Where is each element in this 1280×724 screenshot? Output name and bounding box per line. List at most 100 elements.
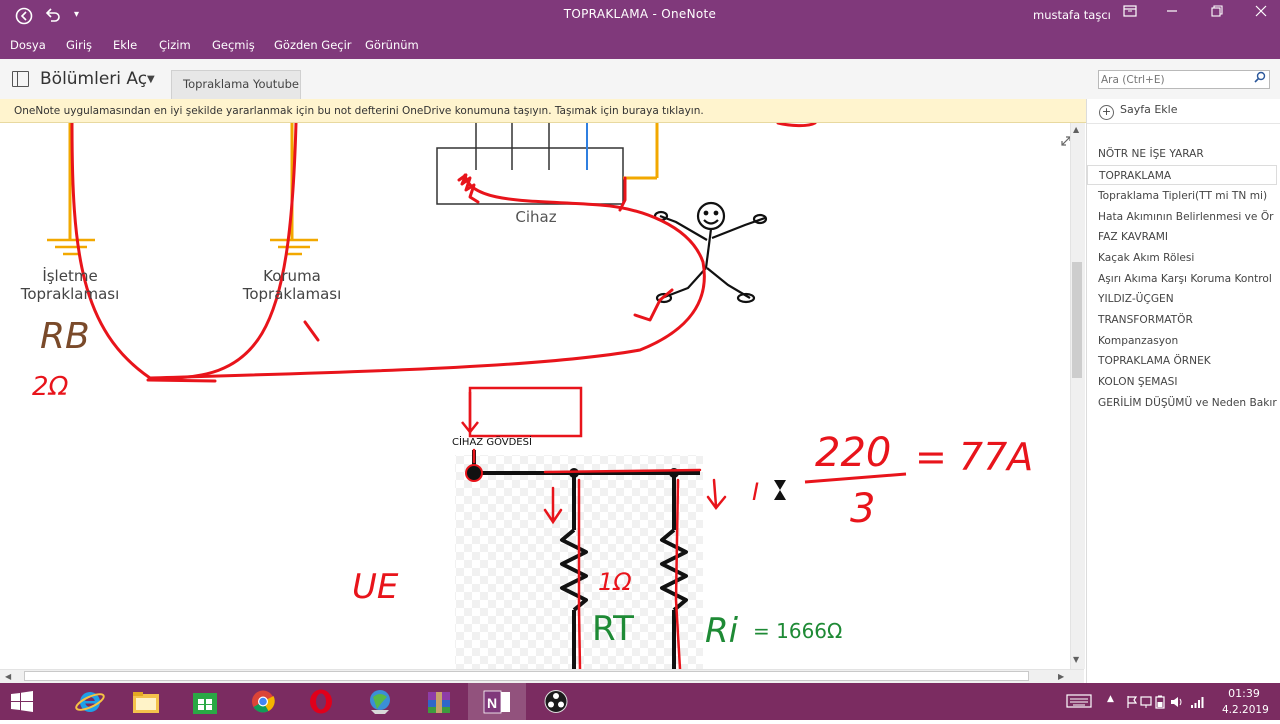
start-button[interactable] — [0, 683, 44, 720]
note-canvas[interactable]: Cihaz İşletme Topraklaması Koruma Toprak… — [0, 123, 1070, 669]
windows-logo-icon — [11, 691, 33, 712]
fraction-bar — [804, 472, 907, 484]
restore-icon[interactable] — [1207, 4, 1227, 24]
add-page-button[interactable]: + Sayfa Ekle — [1099, 103, 1178, 120]
ground-symbol-icon — [47, 238, 95, 256]
handwritten-rb: RB — [40, 316, 90, 357]
ink-drawing: Cihaz İşletme Topraklaması Koruma Toprak… — [20, 123, 1070, 669]
scroll-up-icon[interactable]: ▲ — [1073, 125, 1080, 134]
handwritten-ri: Ri — [705, 611, 739, 651]
operation-ground-label-1: İşletme — [42, 266, 97, 285]
scroll-right-icon[interactable]: ▶ — [1058, 672, 1065, 681]
vertical-scroll-thumb[interactable] — [1072, 262, 1082, 378]
plus-icon: + — [1099, 105, 1114, 120]
chrome-icon[interactable] — [234, 683, 292, 720]
tab-gecmis[interactable]: Geçmiş — [212, 38, 255, 52]
handwritten-2ohm: 2Ω — [32, 372, 69, 402]
page-item[interactable]: Kompanzasyon — [1098, 335, 1179, 347]
page-item[interactable]: TRANSFORMATÖR — [1098, 314, 1193, 326]
handwritten-numerator: 220 — [815, 430, 891, 476]
title-bar: ▾ TOPRAKLAMA - OneNote mustafa taşcı — [0, 0, 1280, 30]
search-icon[interactable] — [1254, 71, 1266, 86]
display-icon[interactable] — [1140, 695, 1152, 712]
flag-icon[interactable] — [1126, 695, 1138, 712]
page-item[interactable]: KOLON ŞEMASI — [1098, 376, 1178, 388]
ribbon-display-icon[interactable] — [1120, 4, 1140, 24]
ribbon-tabs: Dosya Giriş Ekle Çizim Geçmiş Gözden Geç… — [0, 30, 1280, 59]
page-item[interactable]: Kaçak Akım Rölesi — [1098, 252, 1195, 264]
store-icon[interactable] — [176, 683, 234, 720]
handwritten-current-symbol: I — [752, 478, 759, 506]
search-input[interactable] — [1101, 72, 1249, 87]
volume-icon[interactable] — [1170, 695, 1184, 712]
page-item[interactable]: YILDIZ-ÜÇGEN — [1098, 293, 1174, 305]
handwritten-denominator: 3 — [850, 486, 875, 532]
device-body-box — [468, 386, 583, 438]
open-sections-label[interactable]: Bölümleri Aç — [40, 69, 148, 89]
vertical-scrollbar[interactable] — [1070, 123, 1085, 669]
taskbar: N ▲ 01:39 4.2.2019 — [0, 683, 1280, 720]
expand-icon[interactable] — [1061, 136, 1070, 146]
battery-icon[interactable] — [1154, 695, 1166, 712]
handwritten-ue: UE — [352, 567, 399, 607]
hourglass-cursor-icon — [774, 480, 786, 500]
close-icon[interactable] — [1251, 4, 1271, 24]
page-item[interactable]: Aşırı Akıma Karşı Koruma Kontrol — [1098, 273, 1272, 285]
node-dot — [569, 468, 579, 478]
device-body-label: CİHAZ GÖVDESİ — [452, 435, 532, 448]
onenote-icon[interactable]: N — [468, 683, 526, 720]
wifi-signal-icon[interactable] — [1190, 695, 1206, 712]
add-page-label: Sayfa Ekle — [1120, 103, 1178, 116]
tab-ekle[interactable]: Ekle — [113, 38, 138, 52]
keyboard-icon[interactable] — [1066, 693, 1092, 712]
navigation-bar: Bölümleri Aç ▼ Topraklama Youtube — [0, 59, 1280, 100]
page-item[interactable]: TOPRAKLAMA ÖRNEK — [1098, 355, 1211, 367]
page-item-selected[interactable]: TOPRAKLAMA — [1087, 165, 1277, 185]
protection-ground-label-1: Koruma — [263, 267, 321, 285]
scroll-left-icon[interactable]: ◀ — [5, 672, 12, 681]
person-figure — [653, 201, 768, 304]
divider — [1087, 123, 1280, 124]
internet-explorer-icon[interactable] — [61, 683, 119, 720]
user-name[interactable]: mustafa taşcı — [1033, 8, 1111, 22]
tab-dosya[interactable]: Dosya — [10, 38, 46, 52]
device-label: Cihaz — [515, 208, 556, 226]
chevron-down-icon[interactable]: ▼ — [147, 74, 155, 85]
handwritten-ri-value: = 1666Ω — [753, 619, 842, 643]
tab-section-topraklama-youtube[interactable]: Topraklama Youtube — [171, 70, 301, 99]
tab-giris[interactable]: Giriş — [66, 38, 93, 52]
page-item[interactable]: Topraklama Tipleri(TT mi TN mi) — [1098, 190, 1268, 202]
customize-qat-icon[interactable]: ▾ — [74, 9, 80, 20]
clock-time[interactable]: 01:39 — [1228, 687, 1260, 700]
obs-icon[interactable] — [527, 683, 585, 720]
horizontal-scroll-thumb[interactable] — [24, 671, 1029, 681]
onedrive-info-bar[interactable]: OneNote uygulamasından en iyi şekilde ya… — [0, 99, 1086, 123]
window-title: TOPRAKLAMA - OneNote — [563, 7, 717, 21]
chevron-up-icon[interactable]: ▲ — [1107, 694, 1114, 704]
scroll-down-icon[interactable]: ▼ — [1073, 655, 1080, 664]
handwritten-rt: RT — [592, 609, 634, 649]
winrar-icon[interactable] — [410, 683, 468, 720]
clock-date[interactable]: 4.2.2019 — [1222, 704, 1269, 716]
tab-cizim[interactable]: Çizim — [159, 38, 191, 52]
notebook-icon[interactable] — [12, 71, 29, 87]
handwritten-result: = 77A — [915, 435, 1033, 479]
page-item[interactable]: GERİLİM DÜŞÜMÜ ve Neden Bakır — [1098, 397, 1277, 409]
page-item[interactable]: NÖTR NE İŞE YARAR — [1098, 148, 1204, 160]
file-explorer-icon[interactable] — [117, 683, 175, 720]
undo-icon[interactable] — [44, 6, 62, 28]
protection-ground-label-2: Topraklaması — [242, 285, 342, 303]
back-circle-icon[interactable] — [14, 6, 34, 30]
page-item[interactable]: FAZ KAVRAMI — [1098, 231, 1169, 243]
network-icon[interactable] — [351, 683, 409, 720]
tab-gorunum[interactable]: Görünüm — [365, 38, 419, 52]
tab-gozden-gecir[interactable]: Gözden Geçir — [274, 38, 352, 52]
device-box — [436, 123, 659, 205]
ground-symbol-icon — [270, 238, 318, 256]
search-box[interactable] — [1098, 70, 1270, 89]
opera-icon[interactable] — [292, 683, 350, 720]
current-path-ink — [472, 448, 727, 669]
minimize-icon[interactable] — [1162, 4, 1182, 24]
page-item[interactable]: Hata Akımının Belirlenmesi ve Ör — [1098, 211, 1274, 223]
fault-current-ink — [70, 123, 817, 383]
